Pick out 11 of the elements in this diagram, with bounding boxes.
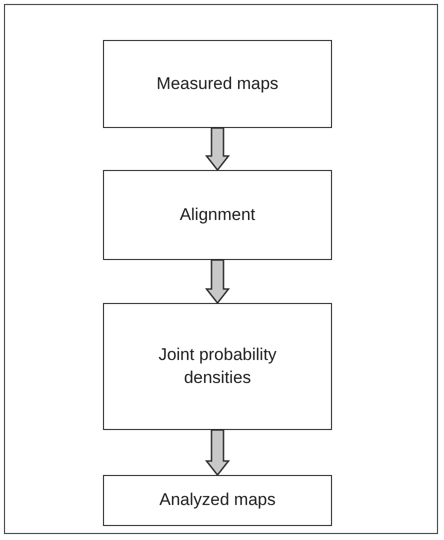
process-box: [103, 475, 332, 526]
process-box: [103, 170, 332, 260]
box-label: Alignment: [178, 204, 256, 226]
block-arrow: [204, 259, 230, 304]
block-arrow: [204, 127, 230, 172]
process-box: [103, 303, 332, 430]
box-label: Joint probability densities: [157, 344, 278, 388]
block-arrow: [204, 429, 230, 476]
box-label: Measured maps: [156, 72, 280, 95]
process-box: [103, 40, 332, 128]
box-label: Analyzed maps: [158, 489, 277, 512]
